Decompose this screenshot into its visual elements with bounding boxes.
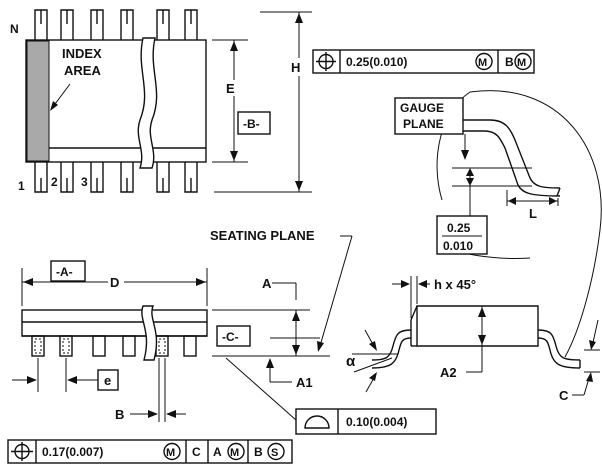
dim-a1-label: A1: [296, 375, 313, 390]
side-view: D -A- -C- A A1 SEATING PLANE 0.10(: [7, 228, 437, 464]
dimension-e: E: [212, 39, 248, 163]
dim-h-label: H: [291, 60, 300, 75]
fcf-bottom-modifier-3: S: [271, 447, 278, 459]
top-view: INDEX AREA N 1 2 3 E -B- H: [10, 9, 535, 193]
fcf-bottom-datum-2: A: [213, 445, 222, 459]
chamfer-label: h x 45°: [434, 277, 476, 292]
fcf-bottom-modifier-2: M: [230, 447, 239, 459]
fcf-top-modifier-1: M: [478, 57, 487, 69]
dim-a2-label: A2: [440, 365, 457, 380]
pin-1-label: 1: [18, 179, 25, 193]
end-view: A2 h x 45° α C: [346, 276, 600, 403]
dimension-h: H: [214, 11, 312, 193]
dim-d-label: D: [110, 275, 119, 290]
side-leads: [31, 335, 197, 357]
fcf-top-datum: B: [505, 55, 514, 69]
gauge-plane-label-1: GAUGE: [400, 101, 444, 115]
datum-b-label: -B-: [243, 117, 260, 131]
fcf-position-bottom: 0.17(0.007) M C A M B S: [7, 439, 293, 464]
fcf-bottom-datum-1: C: [192, 445, 201, 459]
dim-l-label: L: [529, 206, 537, 221]
fcf-top-tolerance: 0.25(0.010): [346, 55, 407, 69]
index-area-label-2: AREA: [64, 63, 101, 78]
datum-a-label: -A-: [56, 265, 73, 279]
bottom-pins: [34, 162, 198, 193]
datum-c-label: -C-: [222, 330, 239, 344]
fcf-bottom-tolerance: 0.17(0.007): [42, 445, 103, 459]
fcf-bottom-modifier-1: M: [166, 447, 175, 459]
package-body-side: [21, 309, 208, 337]
datum-c-box: [216, 325, 251, 347]
detail-view: L GAUGE PLANE 0.25 0.010: [394, 90, 602, 358]
gauge-dim-numerator: 0.25: [447, 221, 471, 235]
dim-e-label: E: [226, 81, 235, 96]
dim-c-label: C: [559, 388, 569, 403]
index-area-fill: [26, 40, 50, 162]
fcf-bottom-datum-3: B: [254, 445, 263, 459]
pin-3-label: 3: [81, 175, 88, 189]
dim-e-pitch-label: e: [104, 373, 111, 388]
alpha-label: α: [346, 353, 356, 370]
gauge-plane-label-2: PLANE: [403, 117, 444, 131]
gauge-dim-denominator: 0.010: [443, 239, 473, 253]
pin-n-label: N: [10, 22, 19, 36]
datum-a-box: [50, 260, 86, 282]
seating-plane-label: SEATING PLANE: [210, 228, 315, 243]
body-break: [137, 37, 158, 169]
dim-b-label: B: [115, 407, 124, 422]
fcf-flatness: 0.10(0.004): [295, 408, 437, 435]
fcf-top-modifier-2: M: [517, 57, 526, 69]
fcf-flatness-tolerance: 0.10(0.004): [346, 415, 407, 429]
top-pins: [34, 9, 198, 40]
dim-a-label: A: [262, 276, 272, 291]
datum-b-box: [237, 111, 271, 135]
fcf-position-top: 0.25(0.010) M B M: [312, 49, 535, 74]
pin-2-label: 2: [51, 175, 58, 189]
package-body-top: [25, 39, 207, 163]
index-area-label-1: INDEX: [62, 46, 102, 61]
dim-e-pitch-box: [97, 369, 119, 391]
